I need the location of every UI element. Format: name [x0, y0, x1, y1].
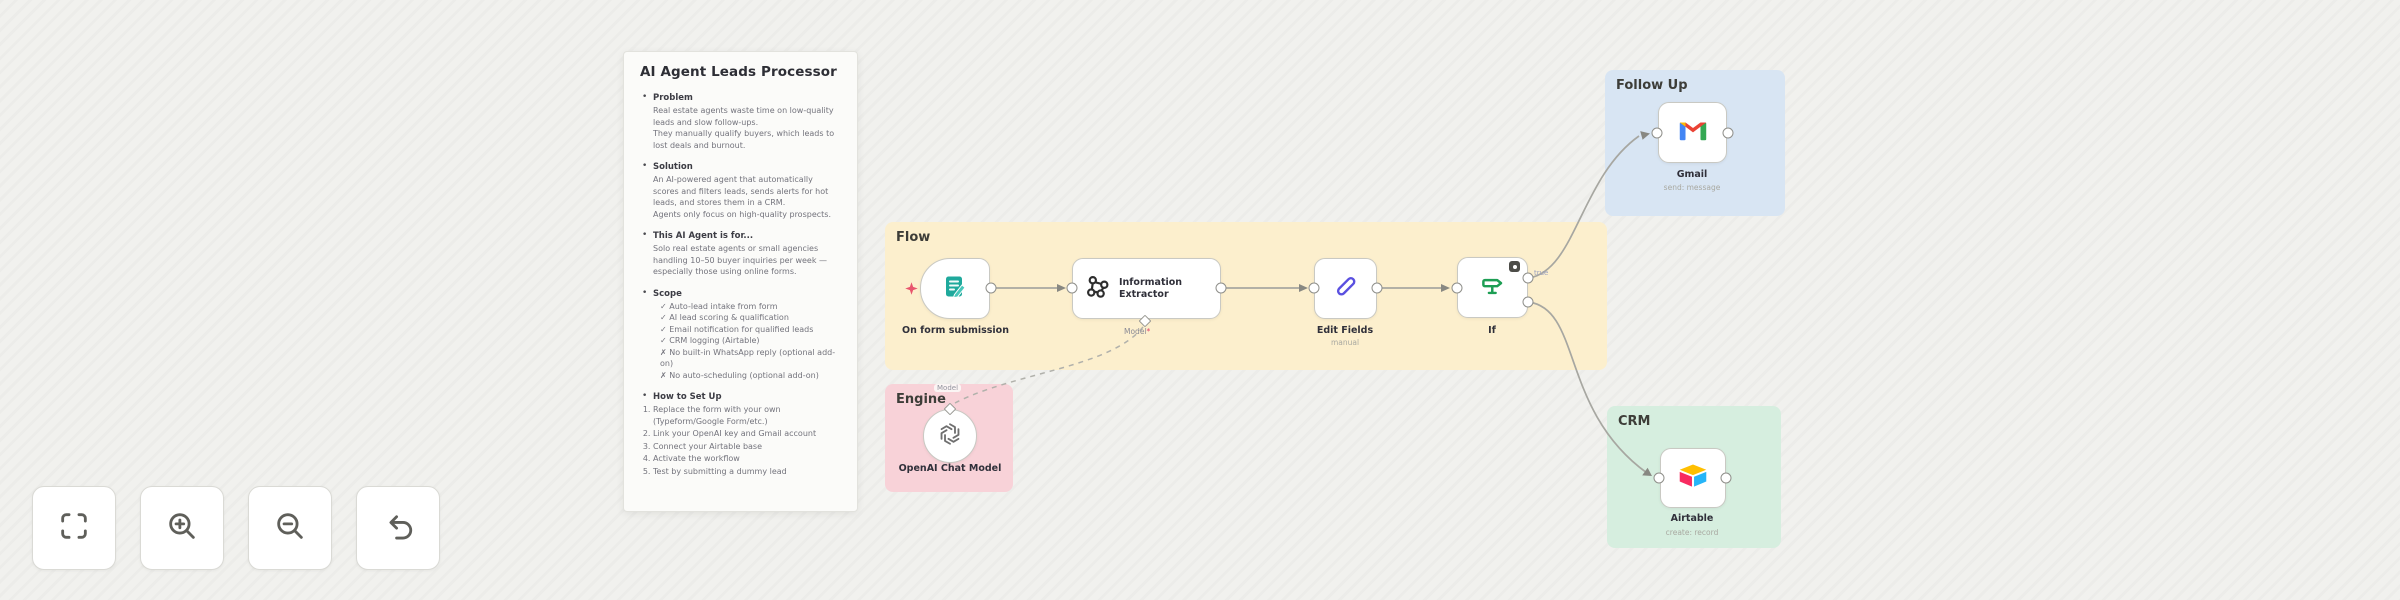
node-openai-chat-model[interactable] [923, 409, 977, 463]
if-true-output-label: true [1534, 269, 1549, 277]
node-information-extractor[interactable]: Information Extractor [1072, 258, 1221, 319]
scope-item: ✓ CRM logging (Airtable) [660, 336, 760, 345]
section-header: How to Set Up [653, 392, 722, 402]
port-if-output-true[interactable] [1522, 272, 1534, 284]
section-header: Scope [653, 288, 682, 299]
airtable-icon [1678, 463, 1708, 493]
form-trigger-icon [942, 274, 968, 304]
port-extractor-output[interactable] [1215, 282, 1227, 294]
setup-step: Connect your Airtable base [653, 441, 841, 453]
port-if-output-false[interactable] [1522, 296, 1534, 308]
port-gmail-input[interactable] [1651, 127, 1663, 139]
section-header: Problem [653, 93, 693, 103]
section-text: Real estate agents waste time on low-qua… [653, 106, 834, 127]
setup-steps: Replace the form with your own (Typeform… [640, 404, 841, 477]
node-airtable[interactable] [1660, 448, 1726, 508]
port-airtable-input[interactable] [1653, 472, 1665, 484]
node-gmail[interactable] [1658, 102, 1727, 163]
scope-item: ✗ No auto-scheduling (optional add-on) [660, 370, 819, 380]
node-label-airtable: Airtable [1670, 513, 1714, 524]
section-text: An AI-powered agent that automatically s… [653, 175, 829, 207]
trigger-indicator-icon [904, 281, 919, 300]
port-editfields-output[interactable] [1371, 282, 1383, 294]
sticky-section-setup: How to Set Up Replace the form with your… [640, 391, 841, 477]
if-signpost-icon [1479, 272, 1506, 303]
setup-step: Test by submitting a dummy lead [653, 466, 841, 478]
node-edit-fields[interactable] [1314, 258, 1377, 319]
scope-item: ✓ Email notification for qualified leads [660, 324, 814, 334]
zoom-in-button[interactable] [140, 486, 224, 570]
fit-view-icon [57, 509, 91, 547]
model-port-label: Model* [1124, 327, 1151, 336]
node-subtitle-edit-fields: manual [1330, 338, 1360, 347]
sticky-section-problem: Problem Real estate agents waste time on… [640, 92, 841, 151]
sticky-section-solution: Solution An AI-powered agent that automa… [640, 161, 841, 220]
zoom-in-icon [165, 509, 199, 547]
node-label-gmail: Gmail [1676, 169, 1708, 180]
node-label-openai-chat-model: OpenAI Chat Model [898, 463, 1002, 474]
setup-step: Replace the form with your own (Typeform… [653, 404, 841, 427]
edit-fields-pen-icon [1333, 274, 1358, 303]
fit-view-button[interactable] [32, 486, 116, 570]
sticky-section-scope: Scope ✓ Auto-lead intake from form ✓ AI … [640, 288, 841, 382]
gmail-icon [1678, 119, 1708, 146]
node-label-on-form-submission: On form submission [902, 325, 1009, 336]
node-label-if: If [1488, 325, 1496, 336]
group-follow-up-label: Follow Up [1616, 78, 1688, 93]
scope-item: ✗ No built-in WhatsApp reply (optional a… [660, 347, 836, 369]
sticky-section-audience: This AI Agent is for... Solo real estate… [640, 230, 841, 278]
node-on-form-submission[interactable] [920, 258, 990, 319]
group-engine-label: Engine [896, 392, 946, 407]
setup-step: Link your OpenAI key and Gmail account [653, 428, 841, 440]
port-trigger-output[interactable] [985, 282, 997, 294]
undo-button[interactable] [356, 486, 440, 570]
node-label-edit-fields: Edit Fields [1316, 325, 1374, 336]
model-connection-label: Model [934, 384, 962, 392]
if-settings-badge-icon [1509, 261, 1520, 272]
port-if-input[interactable] [1451, 282, 1463, 294]
sticky-note-title: AI Agent Leads Processor [640, 64, 837, 80]
section-text: Agents only focus on high-quality prospe… [653, 209, 831, 219]
openai-icon [937, 421, 963, 451]
group-crm-label: CRM [1618, 414, 1651, 429]
node-subtitle-airtable: create: record [1665, 528, 1719, 537]
port-gmail-output[interactable] [1722, 127, 1734, 139]
scope-item: ✓ Auto-lead intake from form [660, 301, 778, 311]
zoom-out-icon [273, 509, 307, 547]
undo-icon [381, 509, 415, 547]
section-text: Solo real estate agents or small agencie… [653, 244, 827, 276]
section-text: They manually qualify buyers, which lead… [653, 129, 835, 150]
setup-step: Activate the workflow [653, 453, 841, 465]
port-extractor-input[interactable] [1066, 282, 1078, 294]
node-label-information-extractor: Information Extractor [1119, 276, 1183, 300]
zoom-out-button[interactable] [248, 486, 332, 570]
port-airtable-output[interactable] [1720, 472, 1732, 484]
section-header: This AI Agent is for... [653, 231, 754, 241]
information-extractor-icon [1085, 274, 1110, 303]
sticky-note[interactable]: AI Agent Leads Processor Problem Real es… [623, 51, 858, 512]
node-subtitle-gmail: send: message [1663, 183, 1721, 192]
section-header: Solution [653, 162, 693, 172]
group-flow-label: Flow [896, 230, 931, 245]
port-editfields-input[interactable] [1308, 282, 1320, 294]
scope-item: ✓ AI lead scoring & qualification [660, 313, 789, 322]
